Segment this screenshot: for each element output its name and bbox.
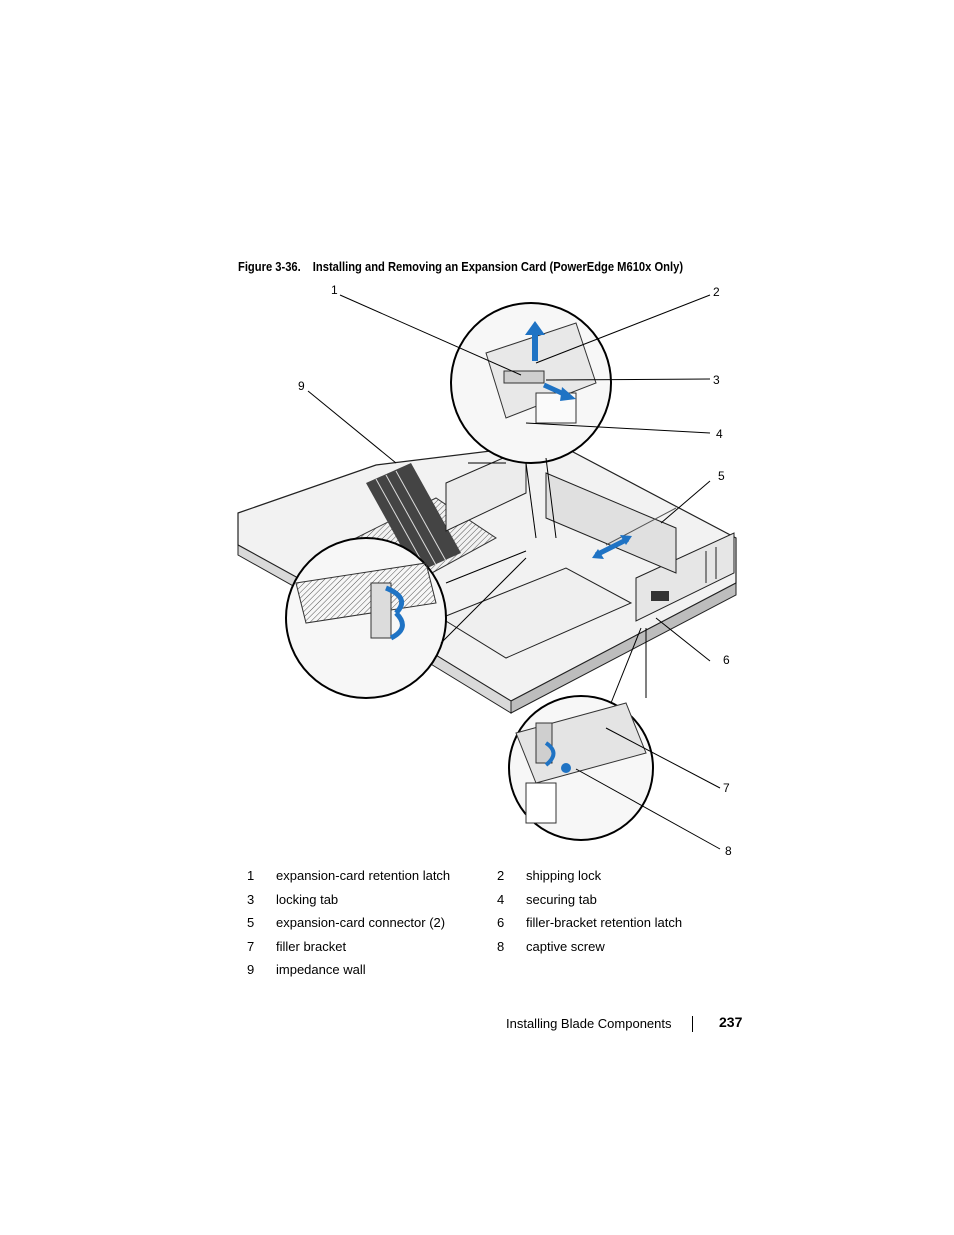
callout-9: 9: [298, 379, 305, 393]
legend-num: 9: [247, 962, 255, 977]
legend-text: filler bracket: [276, 939, 347, 954]
legend-num: 8: [497, 939, 505, 954]
callout-7: 7: [723, 781, 730, 795]
callout-1: 1: [331, 283, 338, 297]
page-number: 237: [719, 1014, 743, 1030]
legend-num: 6: [497, 915, 505, 930]
callout-leaders: [307, 294, 721, 850]
legend-num: 3: [247, 892, 255, 907]
legend-text: impedance wall: [276, 962, 366, 977]
legend-text: filler-bracket retention latch: [526, 915, 683, 930]
callout-5: 5: [718, 469, 725, 483]
slide-arrow-icon: [592, 535, 632, 559]
legend-num: 1: [247, 868, 255, 883]
figure-title: Installing and Removing an Expansion Car…: [312, 259, 684, 274]
legend-num: 5: [247, 915, 255, 930]
figure-caption: Figure 3-36. Installing and Removing an E…: [238, 259, 683, 274]
running-footer-section: Installing Blade Components: [506, 1016, 672, 1031]
callout-6: 6: [723, 653, 730, 667]
legend-text: captive screw: [526, 939, 605, 954]
callout-8: 8: [725, 844, 732, 858]
legend-num: 7: [247, 939, 255, 954]
callout-2: 2: [713, 285, 720, 299]
legend-num: 4: [497, 892, 505, 907]
legend-text: securing tab: [526, 892, 597, 907]
legend-text: locking tab: [276, 892, 339, 907]
figure-number: Figure 3-36.: [238, 259, 301, 274]
detail-circle-latch: [450, 302, 612, 464]
footer-divider: [692, 1016, 693, 1032]
legend-num: 2: [497, 868, 505, 883]
callout-3: 3: [713, 373, 720, 387]
expansion-card-bay: [439, 447, 677, 659]
legend-text: expansion-card retention latch: [276, 868, 451, 883]
legend-text: expansion-card connector (2): [276, 915, 446, 930]
callout-4: 4: [716, 427, 723, 441]
detail-circle-filler-bracket: [508, 695, 654, 841]
expansion-card-illustration: [237, 294, 737, 850]
detail-circle-shipping-lock: [285, 537, 447, 699]
legend-text: shipping lock: [526, 868, 602, 883]
